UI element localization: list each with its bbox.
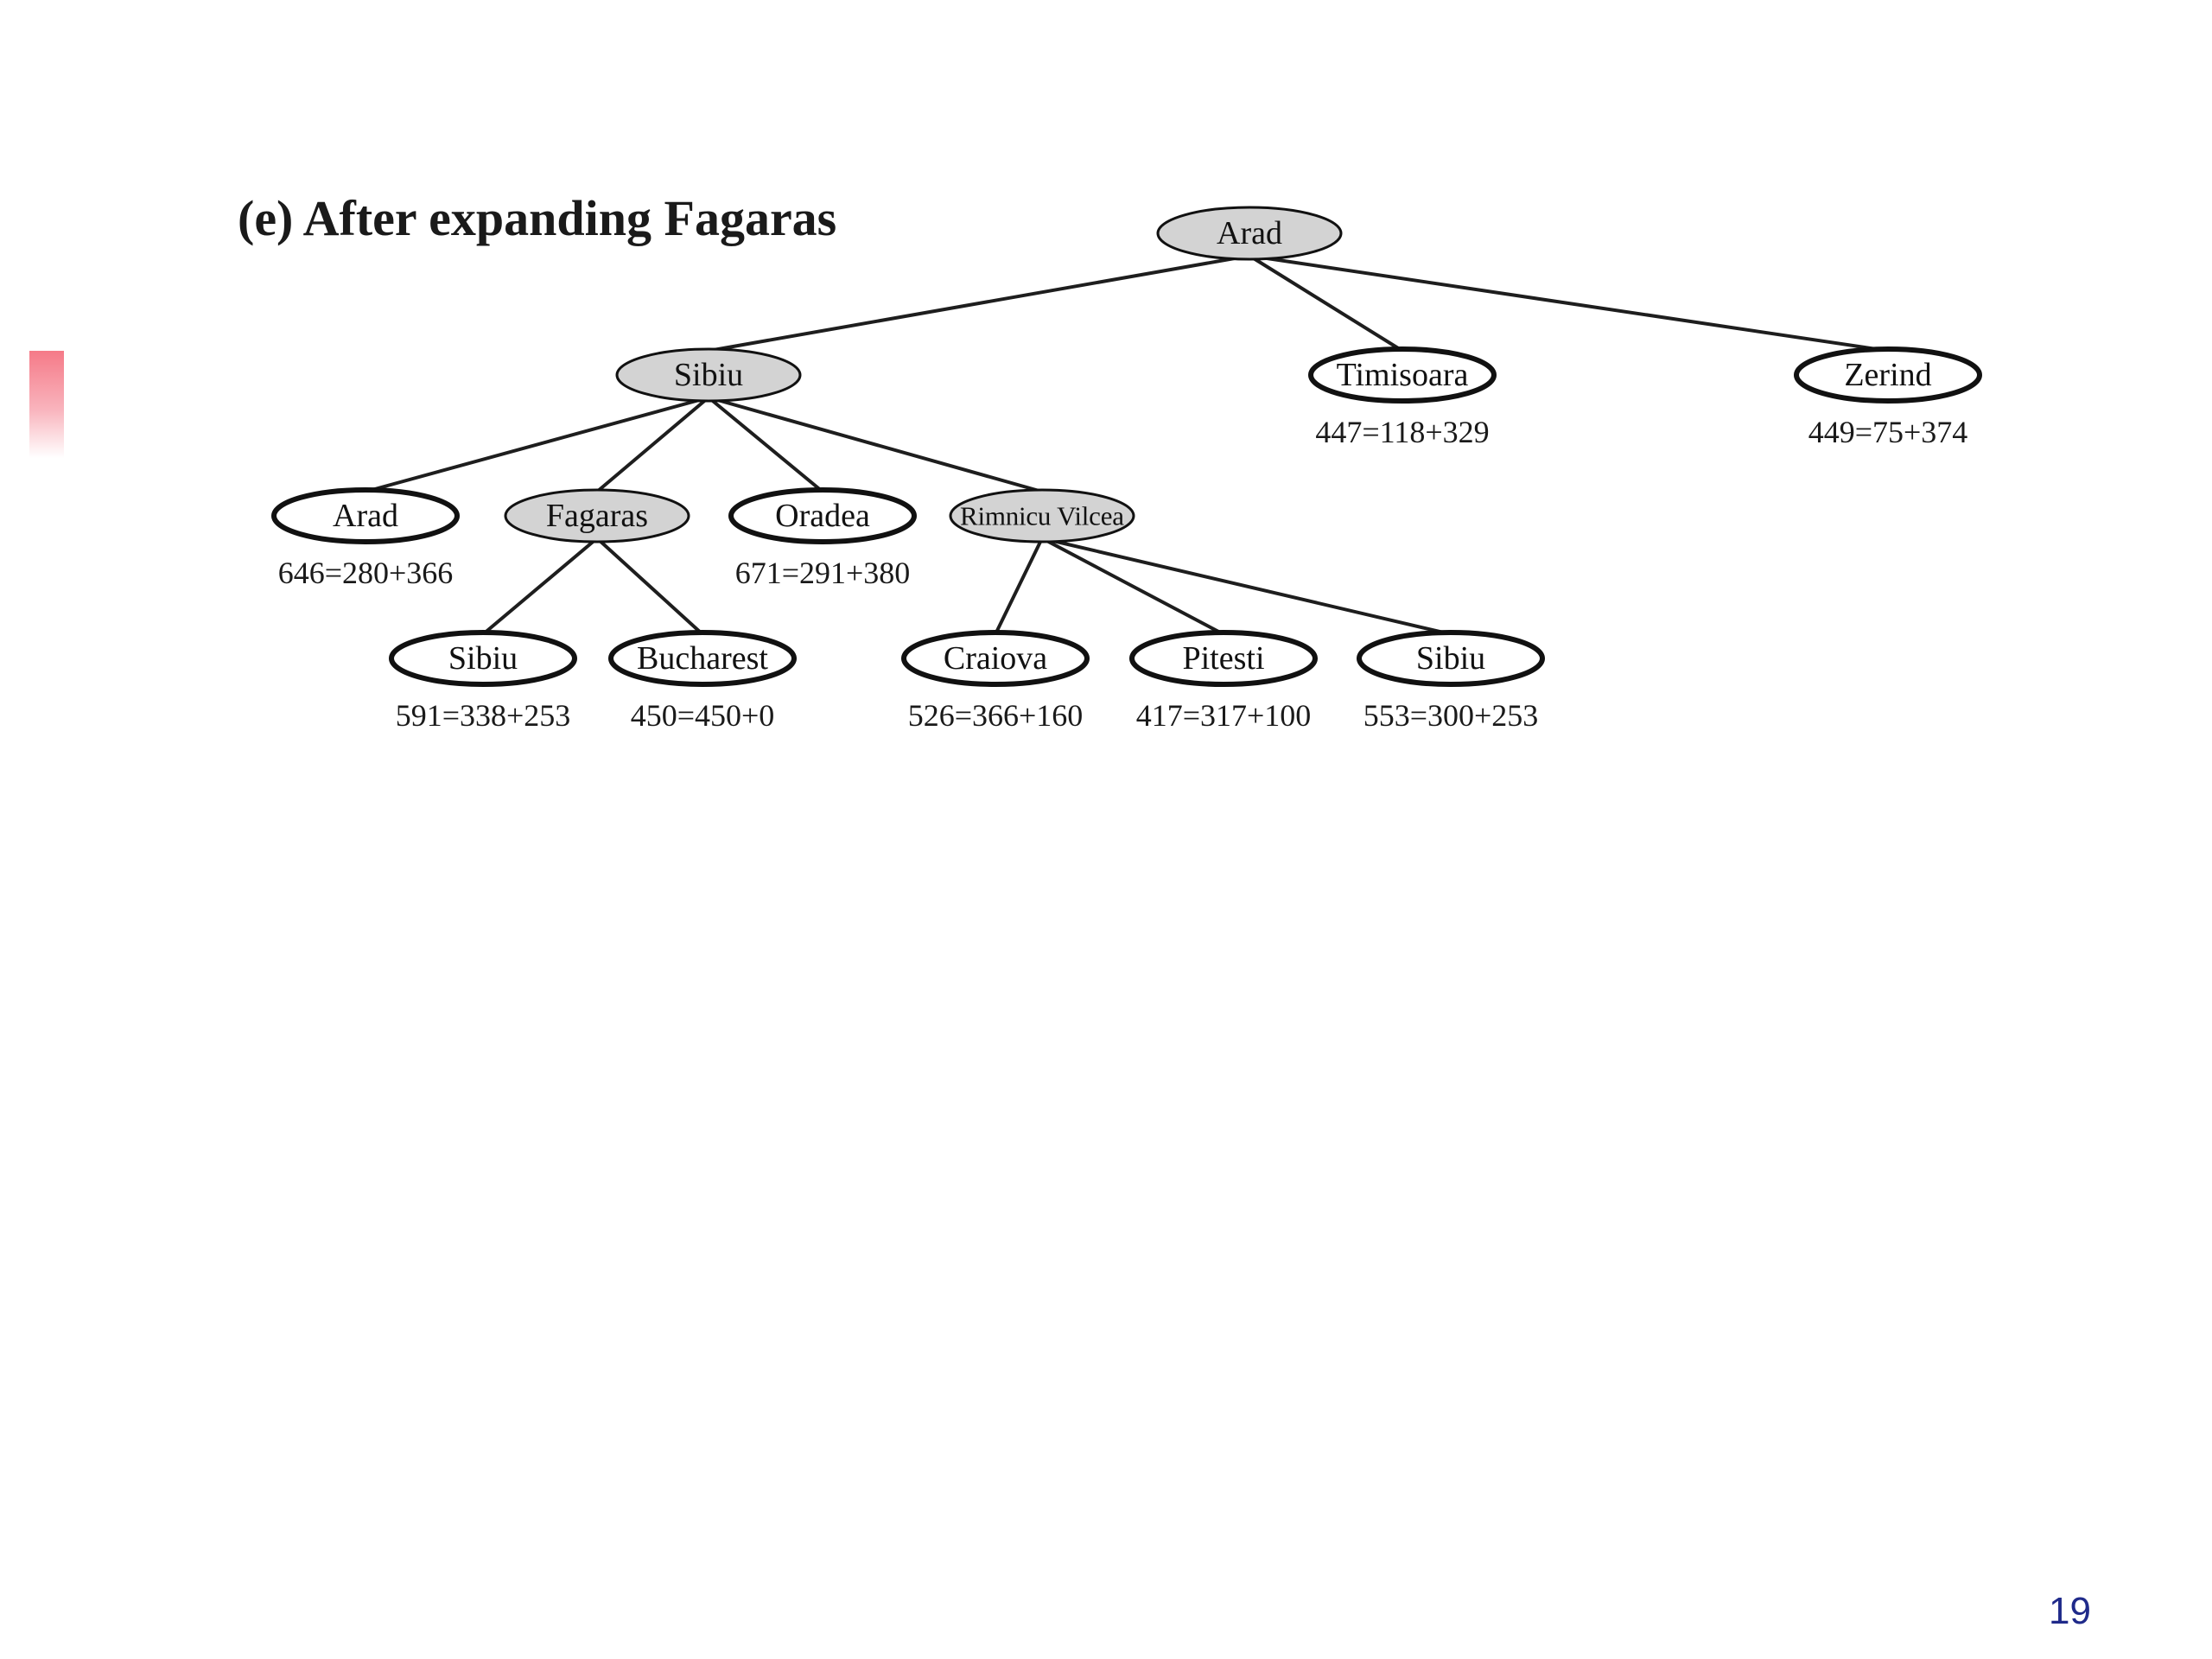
- diagram-title: (e) After expanding Fagaras: [238, 190, 836, 246]
- node-label: Sibiu: [448, 640, 518, 677]
- node-oval: [949, 488, 1135, 543]
- node-cost-label: 553=300+253: [1363, 698, 1539, 733]
- node-label: Sibiu: [674, 357, 743, 393]
- node-oval: [1308, 346, 1497, 404]
- node-oval: [389, 630, 577, 687]
- edge-sibiu-to-fagaras: [595, 396, 710, 493]
- edge-sibiu-to-rimnicu_vilcea: [708, 396, 1043, 493]
- tree-node-craiova: Craiova 526=366+160: [901, 630, 1090, 733]
- node-cost-label: 526=366+160: [908, 698, 1084, 733]
- node-oval: [1156, 206, 1343, 261]
- node-oval: [1794, 346, 1982, 404]
- edge-rimnicu_vilcea-to-pitesti: [1041, 537, 1224, 636]
- edge-root_arad-to-sibiu: [708, 254, 1250, 353]
- slide-accent-bar: [29, 351, 64, 458]
- node-oval: [1357, 630, 1545, 687]
- node-label: Fagaras: [546, 498, 648, 534]
- node-cost-label: 646=280+366: [278, 556, 454, 590]
- node-oval: [504, 488, 690, 543]
- node-oval: [728, 487, 917, 544]
- node-label: Sibiu: [1416, 640, 1485, 677]
- tree-node-bucharest: Bucharest 450=450+0: [608, 630, 797, 733]
- node-oval: [271, 487, 460, 544]
- node-label: Rimnicu Vilcea: [960, 501, 1124, 531]
- node-label: Arad: [1217, 215, 1282, 251]
- node-label: Bucharest: [637, 640, 768, 677]
- node-label: Zerind: [1844, 357, 1931, 393]
- tree-node-root_arad: Arad: [1156, 206, 1343, 261]
- edge-sibiu-to-sibiu_arad: [365, 396, 709, 493]
- tree-edges: [365, 254, 1889, 636]
- tree-node-pitesti: Pitesti 417=317+100: [1129, 630, 1318, 733]
- node-cost-label: 447=118+329: [1315, 415, 1489, 449]
- edge-rimnicu_vilcea-to-craiova: [994, 537, 1044, 635]
- node-cost-label: 450=450+0: [631, 698, 775, 733]
- tree-node-fagaras: Fagaras: [504, 488, 690, 543]
- tree-node-rimnicu_vilcea: Rimnicu Vilcea: [949, 488, 1135, 543]
- node-oval: [901, 630, 1090, 687]
- edge-fagaras-to-bucharest: [595, 537, 704, 636]
- node-cost-label: 449=75+374: [1808, 415, 1968, 449]
- tree-node-rimnicu_sibiu: Sibiu 553=300+253: [1357, 630, 1545, 733]
- node-label: Craiova: [944, 640, 1047, 677]
- tree-node-zerind: Zerind 449=75+374: [1794, 346, 1982, 449]
- page-number: 19: [2049, 1590, 2091, 1632]
- tree-node-sibiu_arad: Arad 646=280+366: [271, 487, 460, 590]
- node-label: Oradea: [775, 498, 870, 534]
- tree-node-sibiu: Sibiu: [615, 347, 802, 403]
- edge-root_arad-to-zerind: [1249, 254, 1889, 353]
- node-label: Pitesti: [1182, 640, 1264, 677]
- node-oval: [615, 347, 802, 403]
- node-label: Timisoara: [1337, 357, 1469, 393]
- tree-node-timisoara: Timisoara 447=118+329: [1308, 346, 1497, 449]
- tree-node-oradea: Oradea 671=291+380: [728, 487, 917, 590]
- edge-root_arad-to-timisoara: [1248, 254, 1404, 353]
- node-oval: [1129, 630, 1318, 687]
- node-oval: [608, 630, 797, 687]
- edge-rimnicu_vilcea-to-rimnicu_sibiu: [1041, 537, 1452, 636]
- edge-fagaras-to-fagaras_sibiu: [481, 537, 599, 636]
- node-cost-label: 591=338+253: [396, 698, 571, 733]
- node-cost-label: 417=317+100: [1136, 698, 1312, 733]
- edge-sibiu-to-oradea: [707, 396, 824, 493]
- tree-node-fagaras_sibiu: Sibiu 591=338+253: [389, 630, 577, 733]
- node-label: Arad: [333, 498, 398, 534]
- node-cost-label: 671=291+380: [735, 556, 911, 590]
